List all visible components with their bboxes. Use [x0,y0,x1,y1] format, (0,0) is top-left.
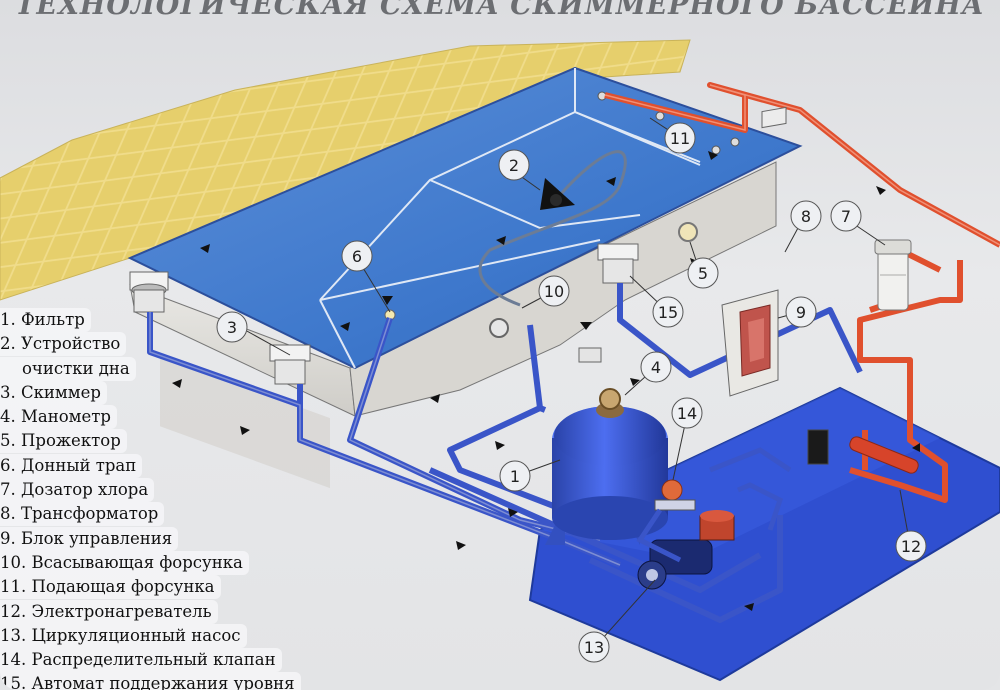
callout-9: 9 [785,296,817,328]
legend-item: 4. Манометр [0,405,330,430]
svg-text:6: 6 [352,247,362,266]
circulation-pump [637,510,735,590]
legend-item: 9. Блок управления [0,526,330,551]
return-nozzles [597,91,740,155]
svg-text:11: 11 [670,129,690,148]
svg-text:3: 3 [227,318,237,337]
legend-item: 12. Электронагреватель [0,599,330,624]
transformer-2 [578,347,602,363]
svg-text:5: 5 [698,264,708,283]
svg-text:8: 8 [801,207,811,226]
callout-10: 10 [538,275,570,307]
legend-item: 7. Дозатор хлора [0,478,330,503]
legend: 1. Фильтр 2. Устройство очистки дна 3. С… [0,308,330,690]
callout-14: 14 [671,397,703,429]
svg-text:7: 7 [841,207,851,226]
skimmer-left [129,271,169,313]
legend-item: 14. Распределительный клапан [0,648,330,673]
spotlight [678,222,698,242]
filter-tank [545,388,668,545]
legend-item: 1. Фильтр [0,308,330,332]
spotlight-2 [489,318,509,338]
callout-13: 13 [578,631,610,663]
flow-arrows [172,151,920,611]
callout-1: 1 [499,460,531,492]
legend-item: 5. Прожектор [0,429,330,454]
svg-text:15: 15 [658,303,678,322]
svg-text:13: 13 [584,638,604,657]
callout-6: 6 [341,240,373,272]
callout-5: 5 [687,257,719,289]
legend-item: 13. Циркуляционный насос [0,623,330,648]
callout-12: 12 [895,530,927,562]
legend-item: 11. Подающая форсунка [0,575,330,600]
callout-11: 11 [664,122,696,154]
callout-7: 7 [830,200,862,232]
callout-8: 8 [790,200,822,232]
transformer [761,106,787,129]
legend-item: 6. Донный трап [0,453,330,478]
callout-2: 2 [498,149,530,181]
callout-4: 4 [640,351,672,383]
legend-item: очистки дна [0,356,330,381]
svg-text:14: 14 [677,404,697,423]
legend-item: 8. Трансформатор [0,502,330,527]
legend-item: 3. Скиммер [0,380,330,405]
diagram-title: ТЕХНОЛОГИЧЕСКАЯ СХЕМА СКИММЕРНОГО БАССЕЙ… [15,0,985,21]
distribution-valve [654,479,696,511]
legend-item: 10. Всасывающая форсунка [0,550,330,575]
svg-text:1: 1 [510,467,520,486]
legend-item: 15. Автомат поддержания уровня [0,672,330,690]
control-unit [721,289,779,397]
level-controller [597,243,639,284]
callout-15: 15 [652,296,684,328]
pool-water [127,66,803,370]
svg-text:10: 10 [544,282,564,301]
bottom-cleaner [478,150,627,307]
electric-heater [849,436,919,474]
svg-text:4: 4 [651,358,661,377]
chlorine-dispenser [874,239,912,311]
svg-text:2: 2 [509,156,519,175]
callout-3: 3 [216,311,248,343]
legend-item: 2. Устройство [0,332,330,357]
svg-text:12: 12 [901,537,921,556]
svg-text:9: 9 [796,303,806,322]
